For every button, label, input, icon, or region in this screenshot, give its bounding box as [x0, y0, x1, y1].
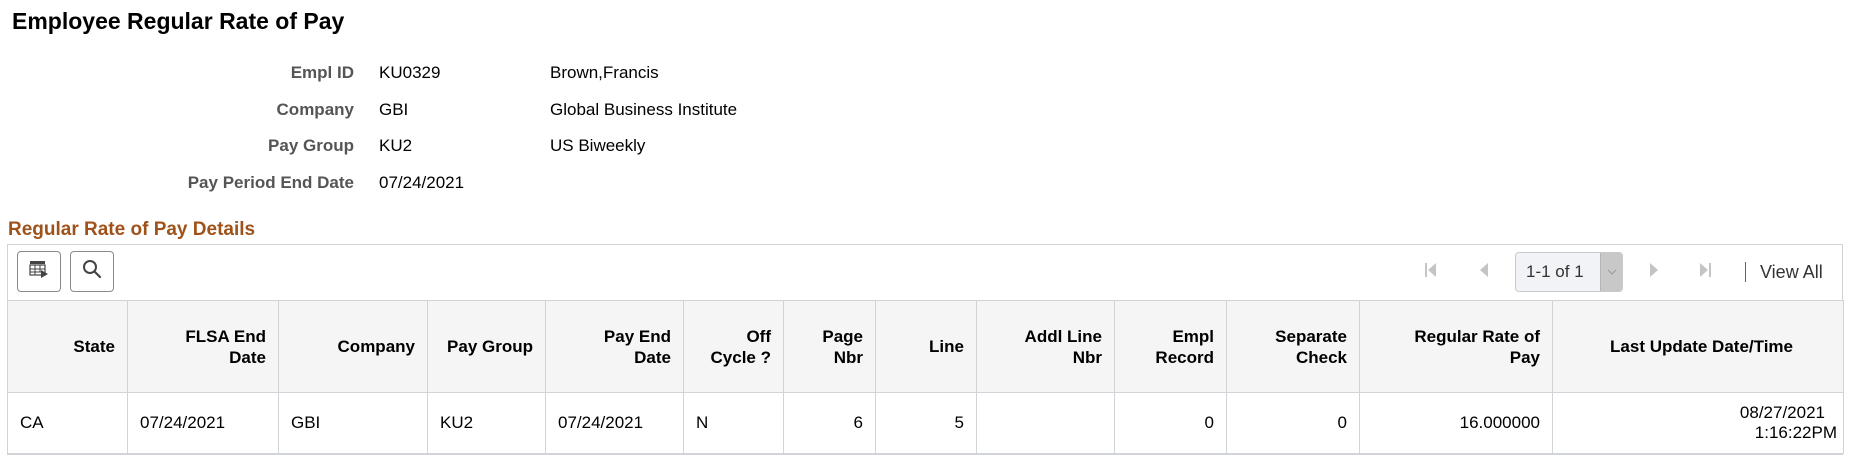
col-header-company[interactable]: Company — [278, 300, 428, 393]
employee-name: Brown,Francis — [550, 63, 659, 82]
table-row: CA 07/24/2021 GBI KU2 07/24/2021 N 6 5 0… — [7, 392, 1844, 454]
previous-page-icon — [1479, 261, 1489, 284]
last-update-date: 08/27/2021 — [1739, 403, 1825, 422]
row-range-text: 1-1 of 1 — [1526, 262, 1584, 281]
toolbar-divider — [1745, 262, 1746, 282]
cell-page-nbr: 6 — [783, 392, 876, 454]
row-range-dropdown[interactable]: 1-1 of 1 — [1515, 252, 1623, 292]
cell-pay-end-date: 07/24/2021 — [545, 392, 684, 454]
field-pay-group: Pay Group KU2 US Biweekly — [0, 131, 900, 161]
empl-id-value: KU0329 — [379, 63, 441, 82]
pay-group-label: Pay Group — [268, 136, 354, 155]
cell-empl-record: 0 — [1114, 392, 1227, 454]
chevron-down-icon — [1600, 253, 1622, 291]
cell-line: 5 — [875, 392, 977, 454]
cell-company: GBI — [278, 392, 428, 454]
cell-state: CA — [7, 392, 128, 454]
col-header-last-update[interactable]: Last Update Date/Time — [1552, 300, 1844, 393]
field-company: Company GBI Global Business Institute — [0, 95, 900, 125]
next-page-button[interactable] — [1648, 262, 1660, 282]
col-header-line[interactable]: Line — [875, 300, 977, 393]
grid-personalize-icon — [29, 260, 49, 283]
company-label: Company — [276, 100, 354, 119]
last-update-time: 1:16:22PM — [1754, 423, 1837, 442]
pay-group-description: US Biweekly — [550, 136, 646, 155]
pay-period-end-date-label: Pay Period End Date — [187, 173, 354, 192]
cell-separate-check: 0 — [1226, 392, 1360, 454]
view-all-link[interactable]: View All — [1760, 262, 1823, 282]
empl-id-label: Empl ID — [290, 63, 354, 82]
cell-flsa-end-date: 07/24/2021 — [127, 392, 279, 454]
col-header-pay-group[interactable]: Pay Group — [427, 300, 546, 393]
cell-off-cycle: N — [683, 392, 784, 454]
cell-addl-line-nbr — [976, 392, 1115, 454]
first-page-button[interactable] — [1424, 262, 1438, 282]
pay-group-value: KU2 — [379, 136, 413, 155]
cell-regular-rate: 16.000000 — [1359, 392, 1553, 454]
cell-pay-group: KU2 — [427, 392, 546, 454]
cell-last-update: 08/27/2021 1:16:22PM — [1552, 392, 1844, 454]
pay-period-end-date-value: 07/24/2021 — [379, 173, 465, 192]
page-title: Employee Regular Rate of Pay — [12, 8, 345, 34]
last-page-button[interactable] — [1698, 262, 1712, 282]
field-pay-period-end-date: Pay Period End Date 07/24/2021 — [0, 168, 900, 198]
company-description: Global Business Institute — [550, 100, 738, 119]
last-page-icon — [1698, 261, 1712, 284]
personalize-grid-button[interactable] — [17, 251, 61, 292]
search-icon — [82, 259, 102, 284]
section-title: Regular Rate of Pay Details — [8, 219, 256, 240]
company-value: GBI — [379, 100, 409, 119]
col-header-state[interactable]: State — [7, 300, 128, 393]
next-page-icon — [1649, 261, 1659, 284]
previous-page-button[interactable] — [1478, 262, 1490, 282]
field-empl-id: Empl ID KU0329 Brown,Francis — [0, 58, 900, 88]
first-page-icon — [1424, 261, 1438, 284]
find-in-grid-button[interactable] — [70, 251, 114, 292]
